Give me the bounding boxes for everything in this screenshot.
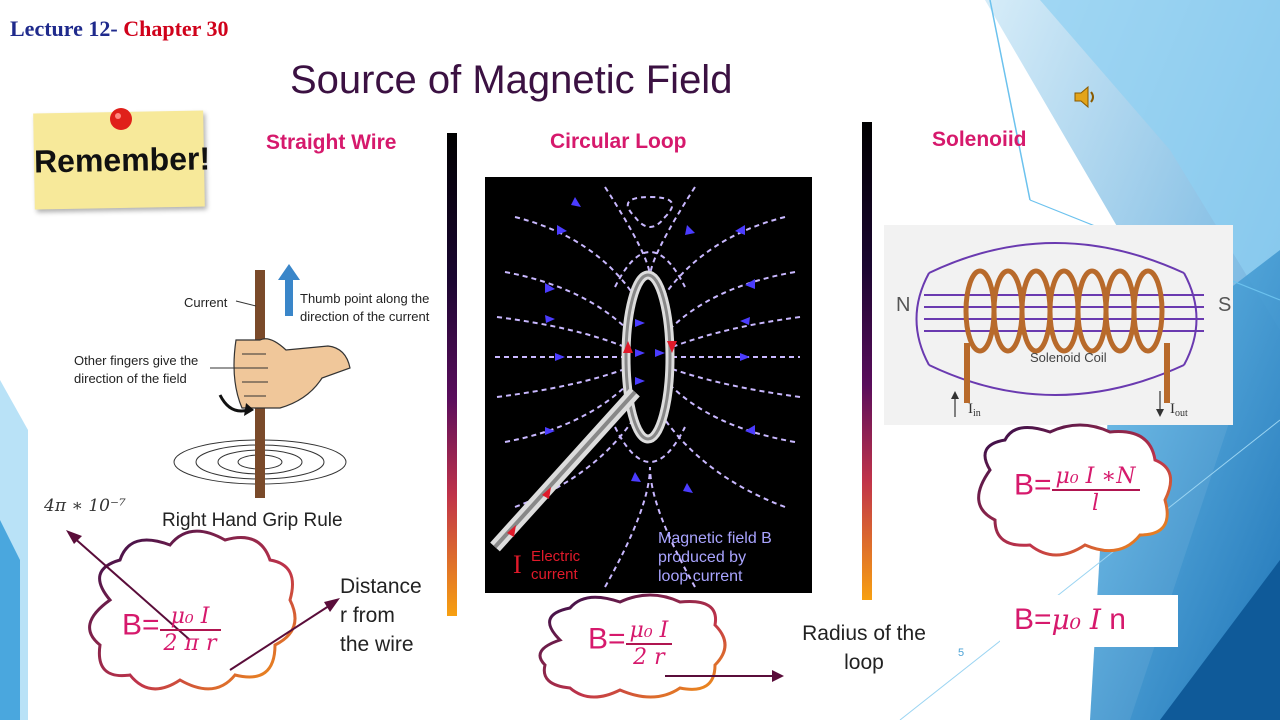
- fingers-label-1: Other fingers give the: [74, 353, 198, 368]
- divider-right: [862, 122, 872, 600]
- distance-line-3: the wire: [340, 633, 414, 656]
- south-pole-label: S: [1218, 294, 1231, 316]
- right-hand-grip-diagram: Current Thumb point along the direction …: [74, 264, 430, 531]
- formula-solenoid-lhs: B=: [1014, 468, 1052, 502]
- section-solenoid: Solenoiid: [932, 128, 1027, 151]
- formula-straight-denominator: 2 π r: [163, 631, 217, 656]
- distance-line-1: Distance: [340, 575, 422, 598]
- formula-solenoid-box: B=μ₀ I n: [1000, 595, 1178, 647]
- formula-box-n: n: [1100, 603, 1126, 636]
- divider-left: [447, 133, 457, 616]
- electric-current-label-2: current: [531, 566, 579, 583]
- field-label-3: loop current: [658, 568, 743, 585]
- formula-straight-numerator: μ₀ I: [159, 604, 221, 631]
- thumb-label-2: direction of the current: [300, 309, 430, 324]
- svg-text:Iin: Iin: [968, 401, 981, 419]
- formula-box-mu: μ₀: [1051, 603, 1081, 636]
- field-label-2: produced by: [658, 549, 746, 566]
- formula-straight-lhs: B=: [122, 608, 160, 642]
- formula-solenoid-denominator: l: [1092, 491, 1100, 516]
- slide-title: Source of Magnetic Field: [290, 58, 733, 102]
- hand-diagram-caption: Right Hand Grip Rule: [162, 510, 343, 531]
- formula-loop-lhs: B=: [588, 622, 626, 656]
- formula-box-i: I: [1089, 603, 1101, 636]
- field-label-1: Magnetic field B: [658, 530, 772, 547]
- radius-line-1: Radius of the: [802, 622, 926, 645]
- thumb-label-1: Thumb point along the: [300, 291, 429, 306]
- current-symbol: I: [513, 550, 522, 579]
- solenoid-diagram: N S Solenoid Coil Iin Iout: [884, 225, 1233, 425]
- current-in-label: I: [968, 401, 973, 417]
- lecture-label: Lecture 12-: [10, 16, 118, 41]
- electric-current-label-1: Electric: [531, 548, 581, 565]
- formula-box-lhs: B=: [1014, 603, 1052, 636]
- fingers-label-2: direction of the field: [74, 371, 187, 386]
- north-pole-label: N: [896, 294, 910, 316]
- current-out-subscript: out: [1175, 408, 1188, 419]
- distance-line-2: r from: [340, 604, 395, 627]
- page-number: 5: [958, 647, 965, 659]
- cloud-straight-wire: [88, 529, 297, 691]
- radius-line-2: loop: [844, 651, 884, 674]
- radius-annotation: Radius of the loop: [793, 619, 935, 677]
- formula-loop-numerator: μ₀ I: [625, 618, 673, 645]
- current-out-label: I: [1170, 401, 1175, 417]
- section-circular-loop: Circular Loop: [550, 130, 687, 153]
- current-in-subscript: in: [973, 408, 981, 419]
- lecture-header: Lecture 12- Chapter 30: [10, 16, 229, 42]
- cloud-circular-loop: [538, 593, 727, 699]
- pushpin-icon: [110, 108, 132, 130]
- current-label: Current: [184, 295, 228, 310]
- circular-loop-diagram: I Electric current Magnetic field B prod…: [485, 177, 812, 593]
- chapter-label: Chapter 30: [123, 16, 229, 41]
- section-straight-wire: Straight Wire: [266, 131, 397, 154]
- formula-solenoid-numerator: μ₀ I ∗N: [1051, 464, 1140, 491]
- svg-text:Iout: Iout: [1170, 401, 1188, 419]
- speaker-icon[interactable]: [1072, 84, 1098, 110]
- mu0-value: 4π ∗ 10⁻⁷: [44, 496, 126, 516]
- formula-loop-denominator: 2 r: [633, 645, 665, 670]
- distance-annotation: Distance r from the wire: [340, 572, 422, 659]
- solenoid-coil-label: Solenoid Coil: [1030, 350, 1107, 365]
